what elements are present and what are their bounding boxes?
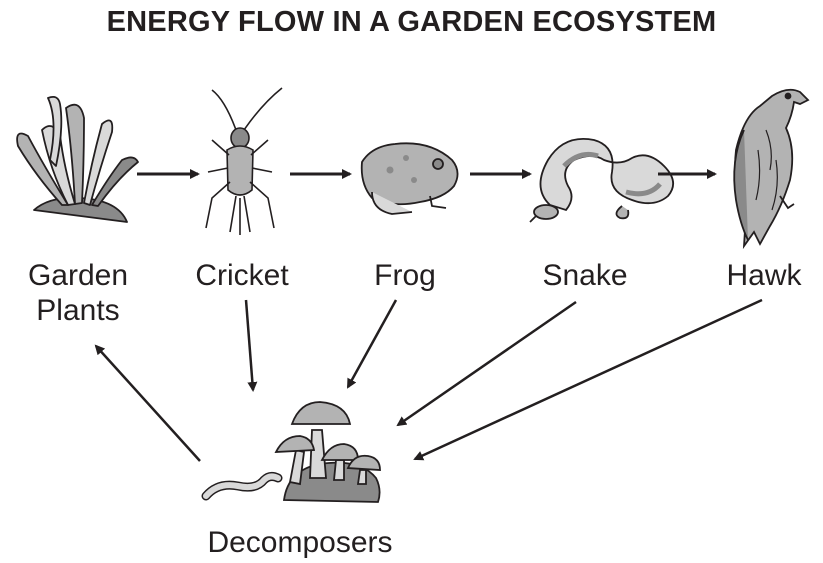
label-garden-plants: Garden Plants [8,258,148,328]
label-frog: Frog [340,258,470,293]
frog-icon [362,143,458,214]
label-garden-plants-line1: Garden [8,258,148,293]
mushrooms-icon [276,402,380,502]
arrow-snake-to-decomposers [398,302,576,425]
label-decomposers: Decomposers [170,525,430,560]
arrow-hawk-to-decomposers [415,300,762,459]
label-hawk: Hawk [705,258,823,293]
garden-plants-icon [17,97,138,222]
earthworm-icon [206,476,278,496]
label-garden-plants-line2: Plants [8,293,148,328]
hawk-icon [734,90,808,246]
arrow-decomposers-to-plants [96,346,200,461]
arrow-frog-to-decomposers [348,300,396,387]
label-snake: Snake [515,258,655,293]
label-cricket: Cricket [172,258,312,293]
arrow-cricket-to-decomposers [246,300,253,390]
cricket-icon [206,88,282,235]
snake-icon [530,139,673,222]
